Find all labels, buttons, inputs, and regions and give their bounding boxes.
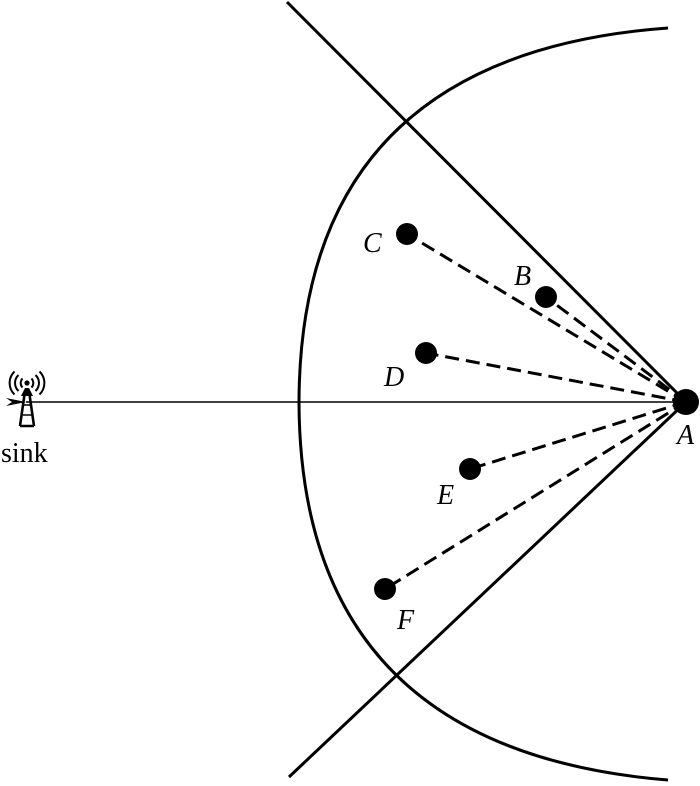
sink-antenna-icon — [8, 370, 46, 428]
link-a-b — [545, 295, 687, 404]
range-arc — [297, 26, 669, 782]
node-c — [396, 223, 418, 245]
label-a: A — [675, 420, 695, 451]
node-f — [374, 578, 396, 600]
label-d: D — [383, 362, 404, 393]
label-f: F — [396, 605, 415, 636]
link-a-f — [384, 400, 687, 591]
label-e: E — [436, 480, 454, 511]
node-e — [459, 458, 481, 480]
upper-boundary-line — [285, 0, 688, 404]
link-a-c — [406, 232, 687, 404]
sink-label: sink — [1, 438, 48, 469]
link-a-e — [469, 400, 687, 471]
lower-boundary-line — [287, 400, 688, 779]
link-a-d — [425, 351, 687, 404]
label-b: B — [514, 261, 531, 292]
node-a — [673, 389, 699, 415]
label-c: C — [363, 228, 382, 259]
node-d — [415, 342, 437, 364]
node-b — [535, 286, 557, 308]
